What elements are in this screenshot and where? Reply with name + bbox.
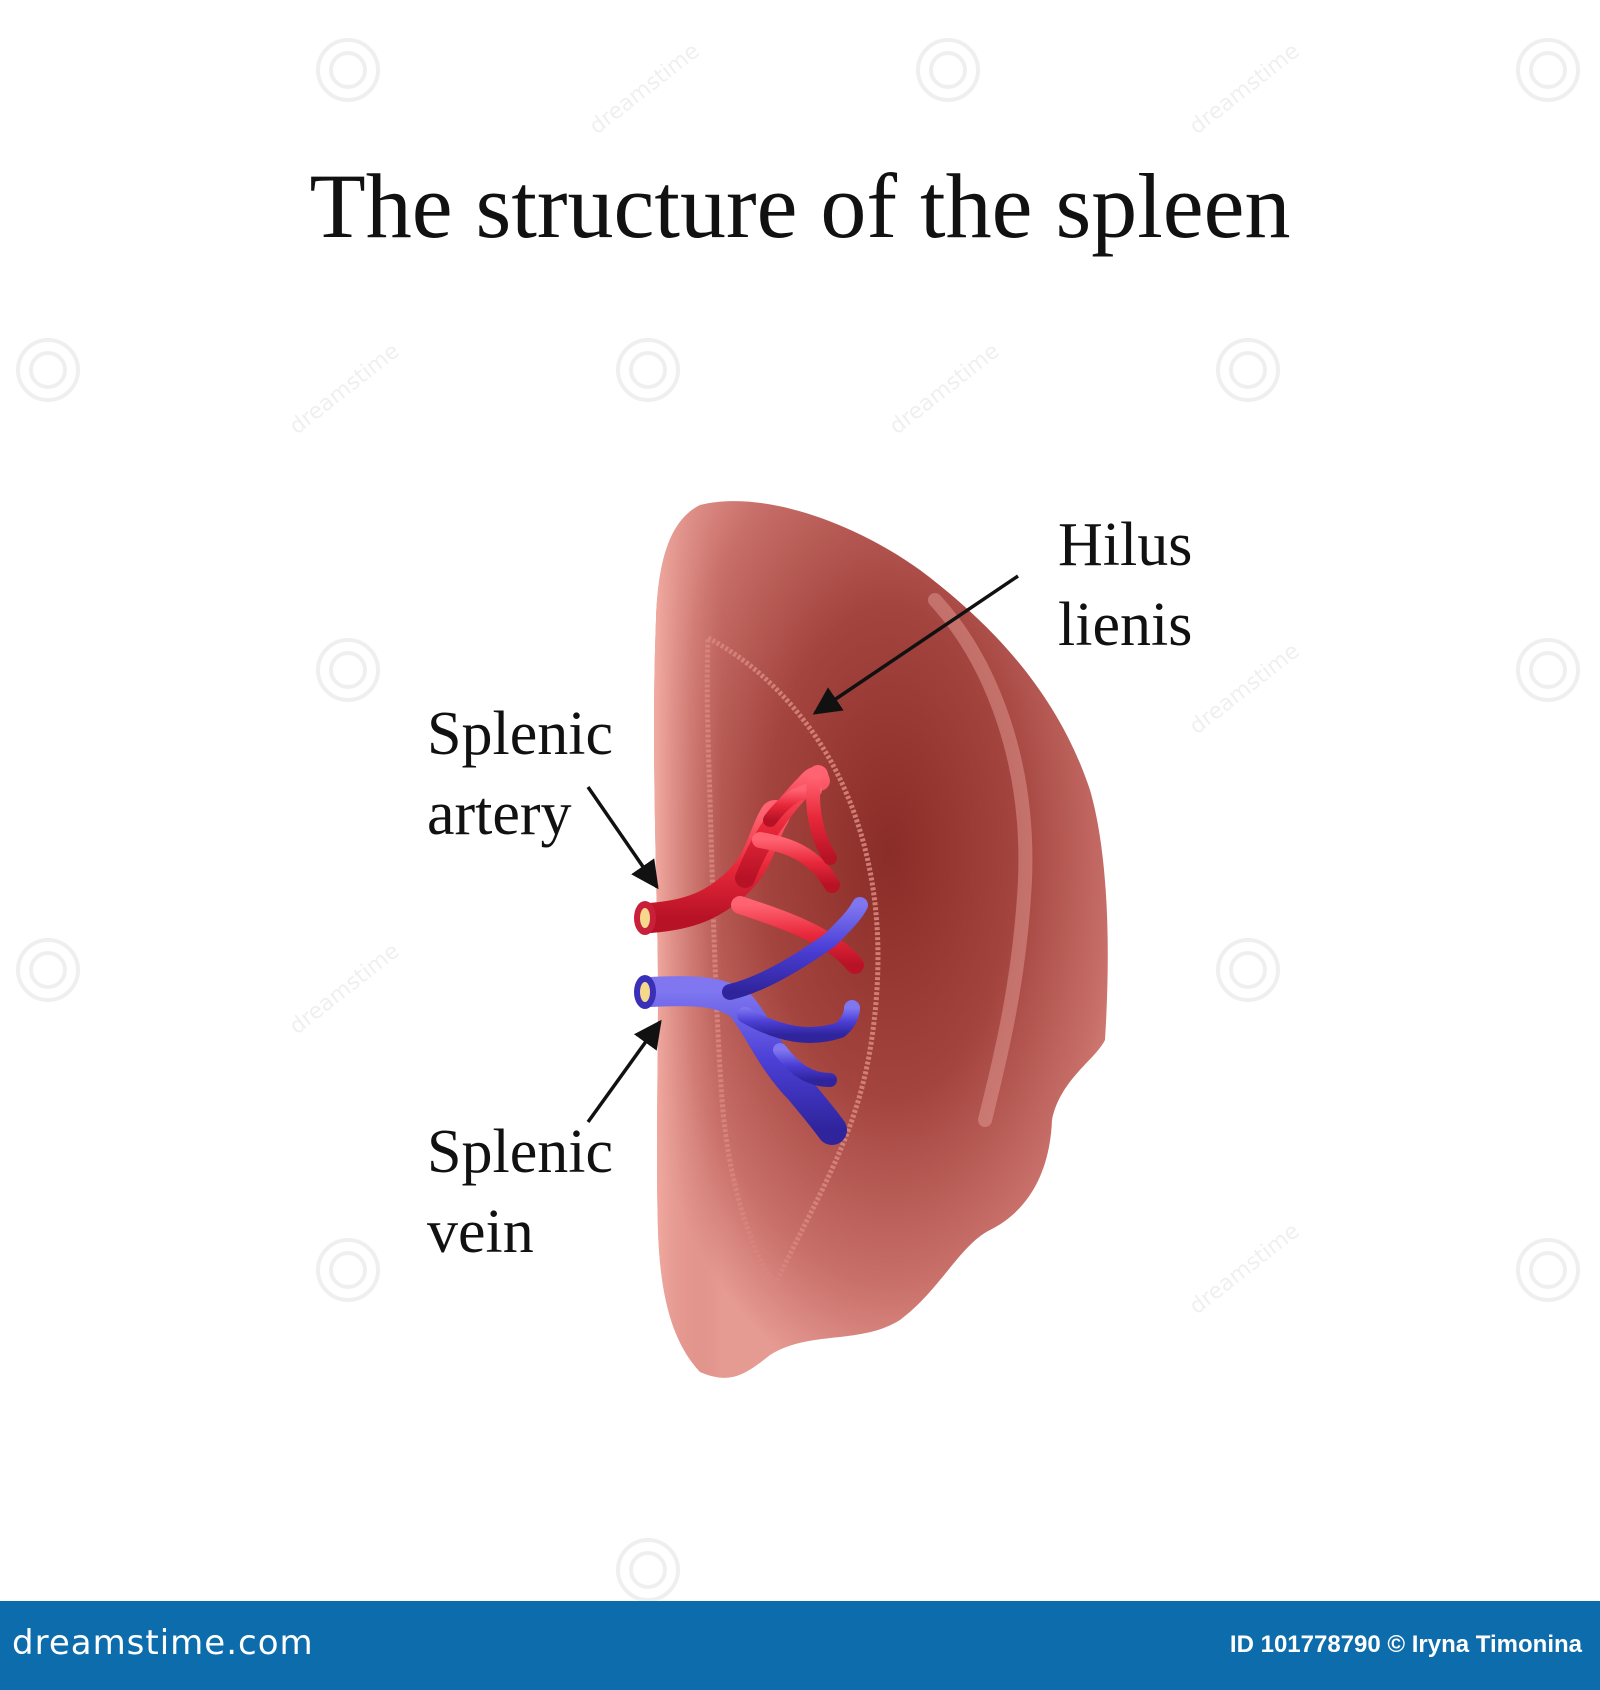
splenic-artery bbox=[634, 765, 864, 974]
splenic-vein bbox=[634, 897, 868, 1145]
watermark-spiral-icon bbox=[16, 338, 80, 402]
watermark-spiral-icon bbox=[1516, 1238, 1580, 1302]
hilus-label-line1: Hilus bbox=[1058, 511, 1193, 579]
spleen-inner-ridge bbox=[928, 593, 1033, 1127]
footer-brand[interactable]: dreamstime.com bbox=[12, 1623, 314, 1663]
artery-label-line1: Splenic bbox=[427, 700, 613, 768]
watermark-spiral-icon bbox=[916, 38, 980, 102]
hilus-lienis-label: Hilus lienis bbox=[1058, 505, 1192, 665]
watermark-spiral-icon bbox=[16, 938, 80, 1002]
watermark-spiral-icon bbox=[616, 1538, 680, 1602]
watermark-spiral-icon bbox=[1216, 938, 1280, 1002]
artery-arrow bbox=[586, 786, 659, 890]
splenic-artery-label: Splenic artery bbox=[427, 694, 613, 854]
footer-credit: ID 101778790 © Iryna Timonina bbox=[1229, 1631, 1582, 1658]
footer-bar: dreamstime.com ID 101778790 © Iryna Timo… bbox=[0, 1601, 1600, 1690]
page-title: The structure of the spleen bbox=[309, 155, 1291, 257]
watermark-spiral-icon bbox=[316, 638, 380, 702]
hilus-label-line2: lienis bbox=[1058, 591, 1193, 659]
watermark-spiral-icon bbox=[1516, 38, 1580, 102]
splenic-vein-label: Splenic vein bbox=[427, 1112, 613, 1272]
vein-label-line1: Splenic bbox=[427, 1118, 613, 1186]
artery-label-line2: artery bbox=[427, 780, 572, 848]
watermark-spiral-icon bbox=[316, 1238, 380, 1302]
hilus-outline bbox=[704, 633, 881, 1290]
watermark-spiral-icon bbox=[616, 338, 680, 402]
vein-arrow bbox=[586, 1019, 662, 1124]
spleen-rim-highlight bbox=[654, 501, 1108, 1378]
watermark-spiral-icon bbox=[1216, 338, 1280, 402]
spleen-diagram bbox=[586, 501, 1108, 1378]
watermark-spiral-icon bbox=[1516, 638, 1580, 702]
watermark-spiral-icon bbox=[316, 38, 380, 102]
hilus-arrow bbox=[812, 574, 1019, 715]
vein-label-line2: vein bbox=[427, 1198, 534, 1266]
